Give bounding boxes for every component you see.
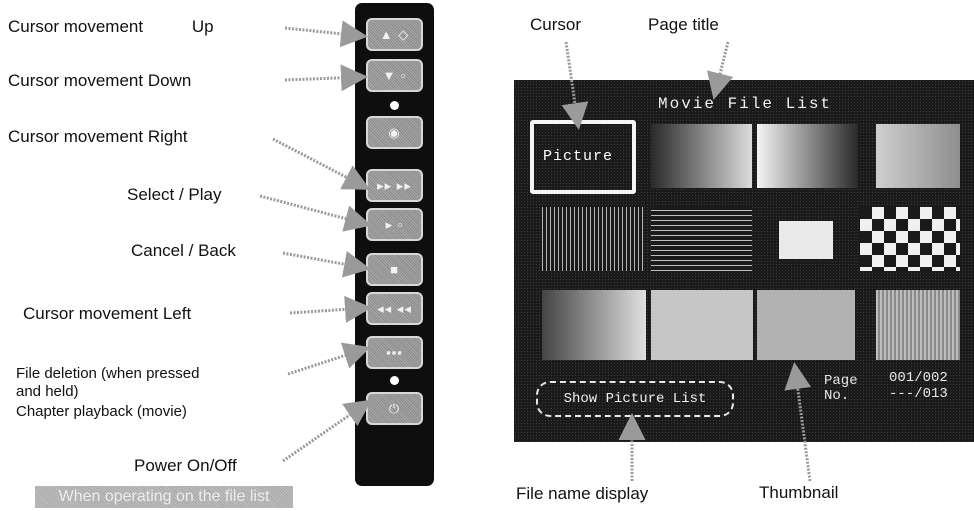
screen-page-counter: 001/002 bbox=[889, 370, 948, 386]
label-thumbnail: Thumbnail bbox=[759, 483, 839, 502]
screen-page-no-label: No. bbox=[824, 388, 850, 404]
arrow-cursor-up bbox=[284, 20, 368, 48]
record-button[interactable]: ◉ bbox=[366, 116, 423, 149]
arrow-page-title bbox=[706, 41, 734, 100]
screen-page-title: Movie File List bbox=[658, 95, 833, 113]
thumbnail[interactable] bbox=[651, 207, 752, 271]
screen-file-counter: ---/013 bbox=[889, 386, 948, 402]
menu-button[interactable]: ▪▪▪ bbox=[366, 336, 423, 369]
thumbnail[interactable] bbox=[757, 290, 855, 360]
arrow-cursor-right bbox=[272, 137, 371, 190]
thumbnail[interactable] bbox=[779, 221, 833, 259]
play-button[interactable]: ▸ ▫ bbox=[366, 208, 423, 241]
fast-forward-icon: ▸▸ ▸▸ bbox=[377, 177, 412, 193]
menu-icon: ▪▪▪ bbox=[386, 345, 403, 360]
label-cursor-down: Cursor movement Down bbox=[8, 71, 192, 90]
arrow-power bbox=[282, 399, 372, 463]
thumbnail[interactable] bbox=[860, 207, 960, 271]
operation-banner: When operating on the file list bbox=[35, 486, 293, 508]
stop-icon: ■ bbox=[390, 262, 399, 277]
thumbnail[interactable] bbox=[876, 124, 960, 188]
thumbnail[interactable] bbox=[876, 290, 960, 360]
label-power: Power On/Off bbox=[134, 456, 237, 475]
arrow-cursor-left bbox=[289, 295, 372, 323]
thumbnail[interactable] bbox=[651, 290, 753, 360]
power-button[interactable]: ⏻ bbox=[366, 392, 423, 425]
label-file-deletion-2: and held) bbox=[16, 383, 79, 400]
label-cursor-right: Cursor movement Right bbox=[8, 127, 188, 146]
label-file-name-display: File name display bbox=[516, 484, 649, 503]
screen-page-label: Page bbox=[824, 373, 858, 389]
label-cursor-up-text: Cursor movement bbox=[8, 17, 144, 36]
play-icon: ▸ ▫ bbox=[385, 216, 404, 232]
arrow-select-play bbox=[259, 194, 372, 232]
thumbnail[interactable] bbox=[542, 290, 646, 360]
remote-control-panel: ▲ ◇ ▼ ▫ ◉ ▸▸ ▸▸ ▸ ▫ ■ ◂◂ ◂◂ ▪▪▪ ⏻ bbox=[355, 3, 434, 486]
thumbnail[interactable] bbox=[651, 124, 752, 188]
indicator-dot-bottom bbox=[390, 376, 399, 385]
label-cancel-back: Cancel / Back bbox=[131, 241, 236, 260]
power-icon: ⏻ bbox=[388, 400, 401, 416]
arrow-cursor bbox=[561, 41, 589, 130]
thumbnail[interactable] bbox=[542, 207, 643, 271]
rewind-button[interactable]: ◂◂ ◂◂ bbox=[366, 292, 423, 325]
indicator-dot-top bbox=[390, 101, 399, 110]
label-chapter-playback: Chapter playback (movie) bbox=[16, 403, 187, 420]
label-cursor-left: Cursor movement Left bbox=[23, 304, 192, 323]
screen-picture-label: Picture bbox=[543, 148, 614, 165]
stop-button[interactable]: ■ bbox=[366, 253, 423, 286]
label-cursor-up: Cursor movement Up bbox=[8, 17, 214, 37]
fast-forward-button[interactable]: ▸▸ ▸▸ bbox=[366, 169, 423, 202]
arrow-cancel-back bbox=[282, 250, 371, 278]
cursor-down-button[interactable]: ▼ ▫ bbox=[366, 59, 423, 92]
label-cursor-up-dir: Up bbox=[191, 17, 214, 36]
up-arrow-icon: ▲ ◇ bbox=[379, 26, 410, 42]
arrow-thumbnail bbox=[784, 362, 812, 482]
arrow-file-deletion bbox=[287, 342, 371, 376]
label-select-play: Select / Play bbox=[127, 185, 222, 204]
record-icon: ◉ bbox=[388, 124, 401, 140]
down-arrow-icon: ▼ ▫ bbox=[382, 68, 407, 83]
cursor-up-button[interactable]: ▲ ◇ bbox=[366, 18, 423, 51]
rewind-icon: ◂◂ ◂◂ bbox=[377, 300, 412, 316]
label-page-title: Page title bbox=[648, 15, 719, 34]
label-file-deletion-1: File deletion (when pressed bbox=[16, 365, 200, 382]
arrow-cursor-down bbox=[284, 64, 368, 92]
label-cursor: Cursor bbox=[530, 15, 582, 34]
thumbnail[interactable] bbox=[757, 124, 858, 188]
